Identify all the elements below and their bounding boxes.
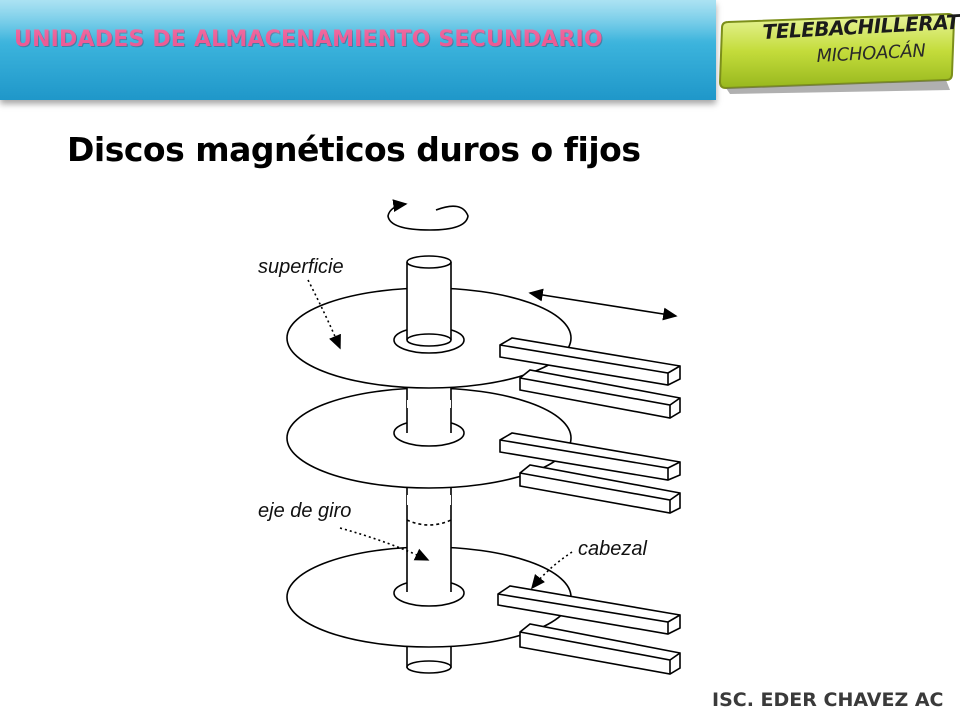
rotation-arrow [387,199,469,231]
head-motion-arrow [528,288,678,321]
head-arm-bottom-upper [497,585,681,635]
head-arm-top [499,337,681,386]
hard-disk-diagram [286,199,681,675]
slide-heading: Discos magnéticos duros o fijos [67,130,641,169]
footer-author: ISC. EDER CHAVEZ AC [712,689,944,711]
label-superficie: superficie [258,256,344,278]
spindle [407,262,451,340]
telebachillerato-logo [718,12,956,94]
header-title: UNIDADES DE ALMACENAMIENTO SECUNDARIO [14,27,603,52]
head-arm-middle [499,432,681,481]
head-arm-bottom-lower [519,623,681,675]
header-banner: UNIDADES DE ALMACENAMIENTO SECUNDARIO [0,0,716,100]
label-cabezal: cabezal [578,538,647,560]
label-eje-de-giro: eje de giro [258,500,352,522]
